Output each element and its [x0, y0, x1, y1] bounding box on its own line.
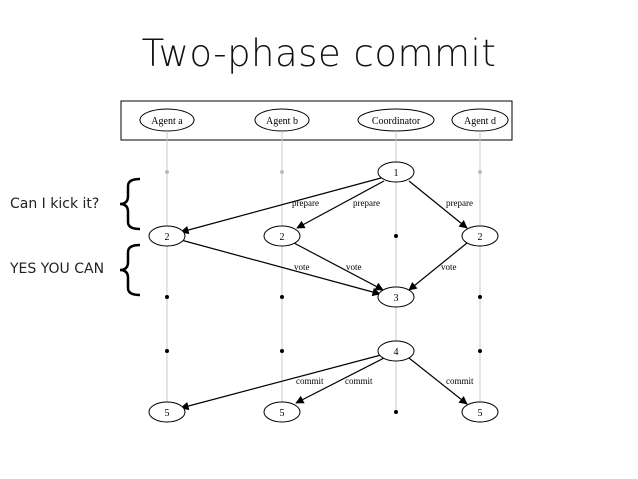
- label-vote-3: vote: [441, 262, 457, 272]
- participant-label-agent-d: Agent d: [464, 116, 496, 127]
- node-agent-d-2: 2: [461, 225, 499, 247]
- step-nodes: 1 2 2 2 3 4 5 5 5: [148, 161, 499, 423]
- participant-agent-b: Agent b: [254, 108, 310, 132]
- message-labels: prepare prepare prepare vote vote vote c…: [292, 198, 474, 386]
- node-agent-b-2: 2: [263, 225, 301, 247]
- lifelines: [166, 131, 481, 412]
- node-agent-a-5: 5: [148, 401, 186, 423]
- arrow-commit-agent-b: [295, 357, 385, 404]
- arrow-commit-agent-a: [180, 354, 382, 411]
- label-vote-1: vote: [294, 262, 310, 272]
- arrow-prepare-agent-a: [180, 177, 382, 235]
- participant-agent-d: Agent d: [451, 108, 509, 132]
- arrow-vote-agent-b: [293, 242, 384, 291]
- svg-text:2: 2: [165, 232, 170, 243]
- svg-text:3: 3: [394, 293, 399, 304]
- arrow-prepare-agent-b: [296, 180, 385, 229]
- participant-coordinator: Coordinator: [357, 108, 435, 132]
- arrow-prepare-agent-d: [408, 180, 468, 229]
- side-label-question: Can I kick it?: [10, 196, 100, 212]
- participants-box: [120, 100, 513, 141]
- arrow-commit-agent-d: [408, 357, 468, 405]
- label-prepare-2: prepare: [353, 198, 380, 208]
- node-agent-a-2: 2: [148, 225, 186, 247]
- svg-text:4: 4: [394, 347, 399, 358]
- svg-text:2: 2: [478, 232, 483, 243]
- node-agent-d-5: 5: [461, 401, 499, 423]
- label-commit-2: commit: [345, 376, 373, 386]
- label-vote-2: vote: [346, 262, 362, 272]
- brace-prepare-phase: [119, 177, 141, 231]
- svg-text:2: 2: [280, 232, 285, 243]
- message-arrows: [180, 177, 468, 411]
- label-commit-3: commit: [446, 376, 474, 386]
- lifeline-dots: [165, 170, 482, 414]
- participant-agent-a: Agent a: [139, 108, 195, 132]
- label-prepare-3: prepare: [446, 198, 473, 208]
- side-label-answer: YES YOU CAN: [10, 261, 105, 277]
- arrow-vote-agent-d: [408, 242, 468, 291]
- svg-text:1: 1: [394, 168, 399, 179]
- participant-label-agent-b: Agent b: [266, 116, 298, 127]
- node-coordinator-1: 1: [377, 161, 415, 183]
- page-title: Two-phase commit: [141, 32, 497, 75]
- label-commit-1: commit: [296, 376, 324, 386]
- svg-text:5: 5: [478, 408, 483, 419]
- node-coordinator-3: 3: [377, 286, 415, 308]
- participant-label-agent-a: Agent a: [151, 116, 183, 127]
- node-agent-b-5: 5: [263, 401, 301, 423]
- svg-text:5: 5: [165, 408, 170, 419]
- svg-text:5: 5: [280, 408, 285, 419]
- arrow-vote-agent-a: [180, 239, 381, 297]
- participant-label-coordinator: Coordinator: [372, 116, 421, 127]
- label-prepare-1: prepare: [292, 198, 319, 208]
- node-coordinator-4: 4: [377, 340, 415, 362]
- brace-vote-phase: [119, 243, 141, 297]
